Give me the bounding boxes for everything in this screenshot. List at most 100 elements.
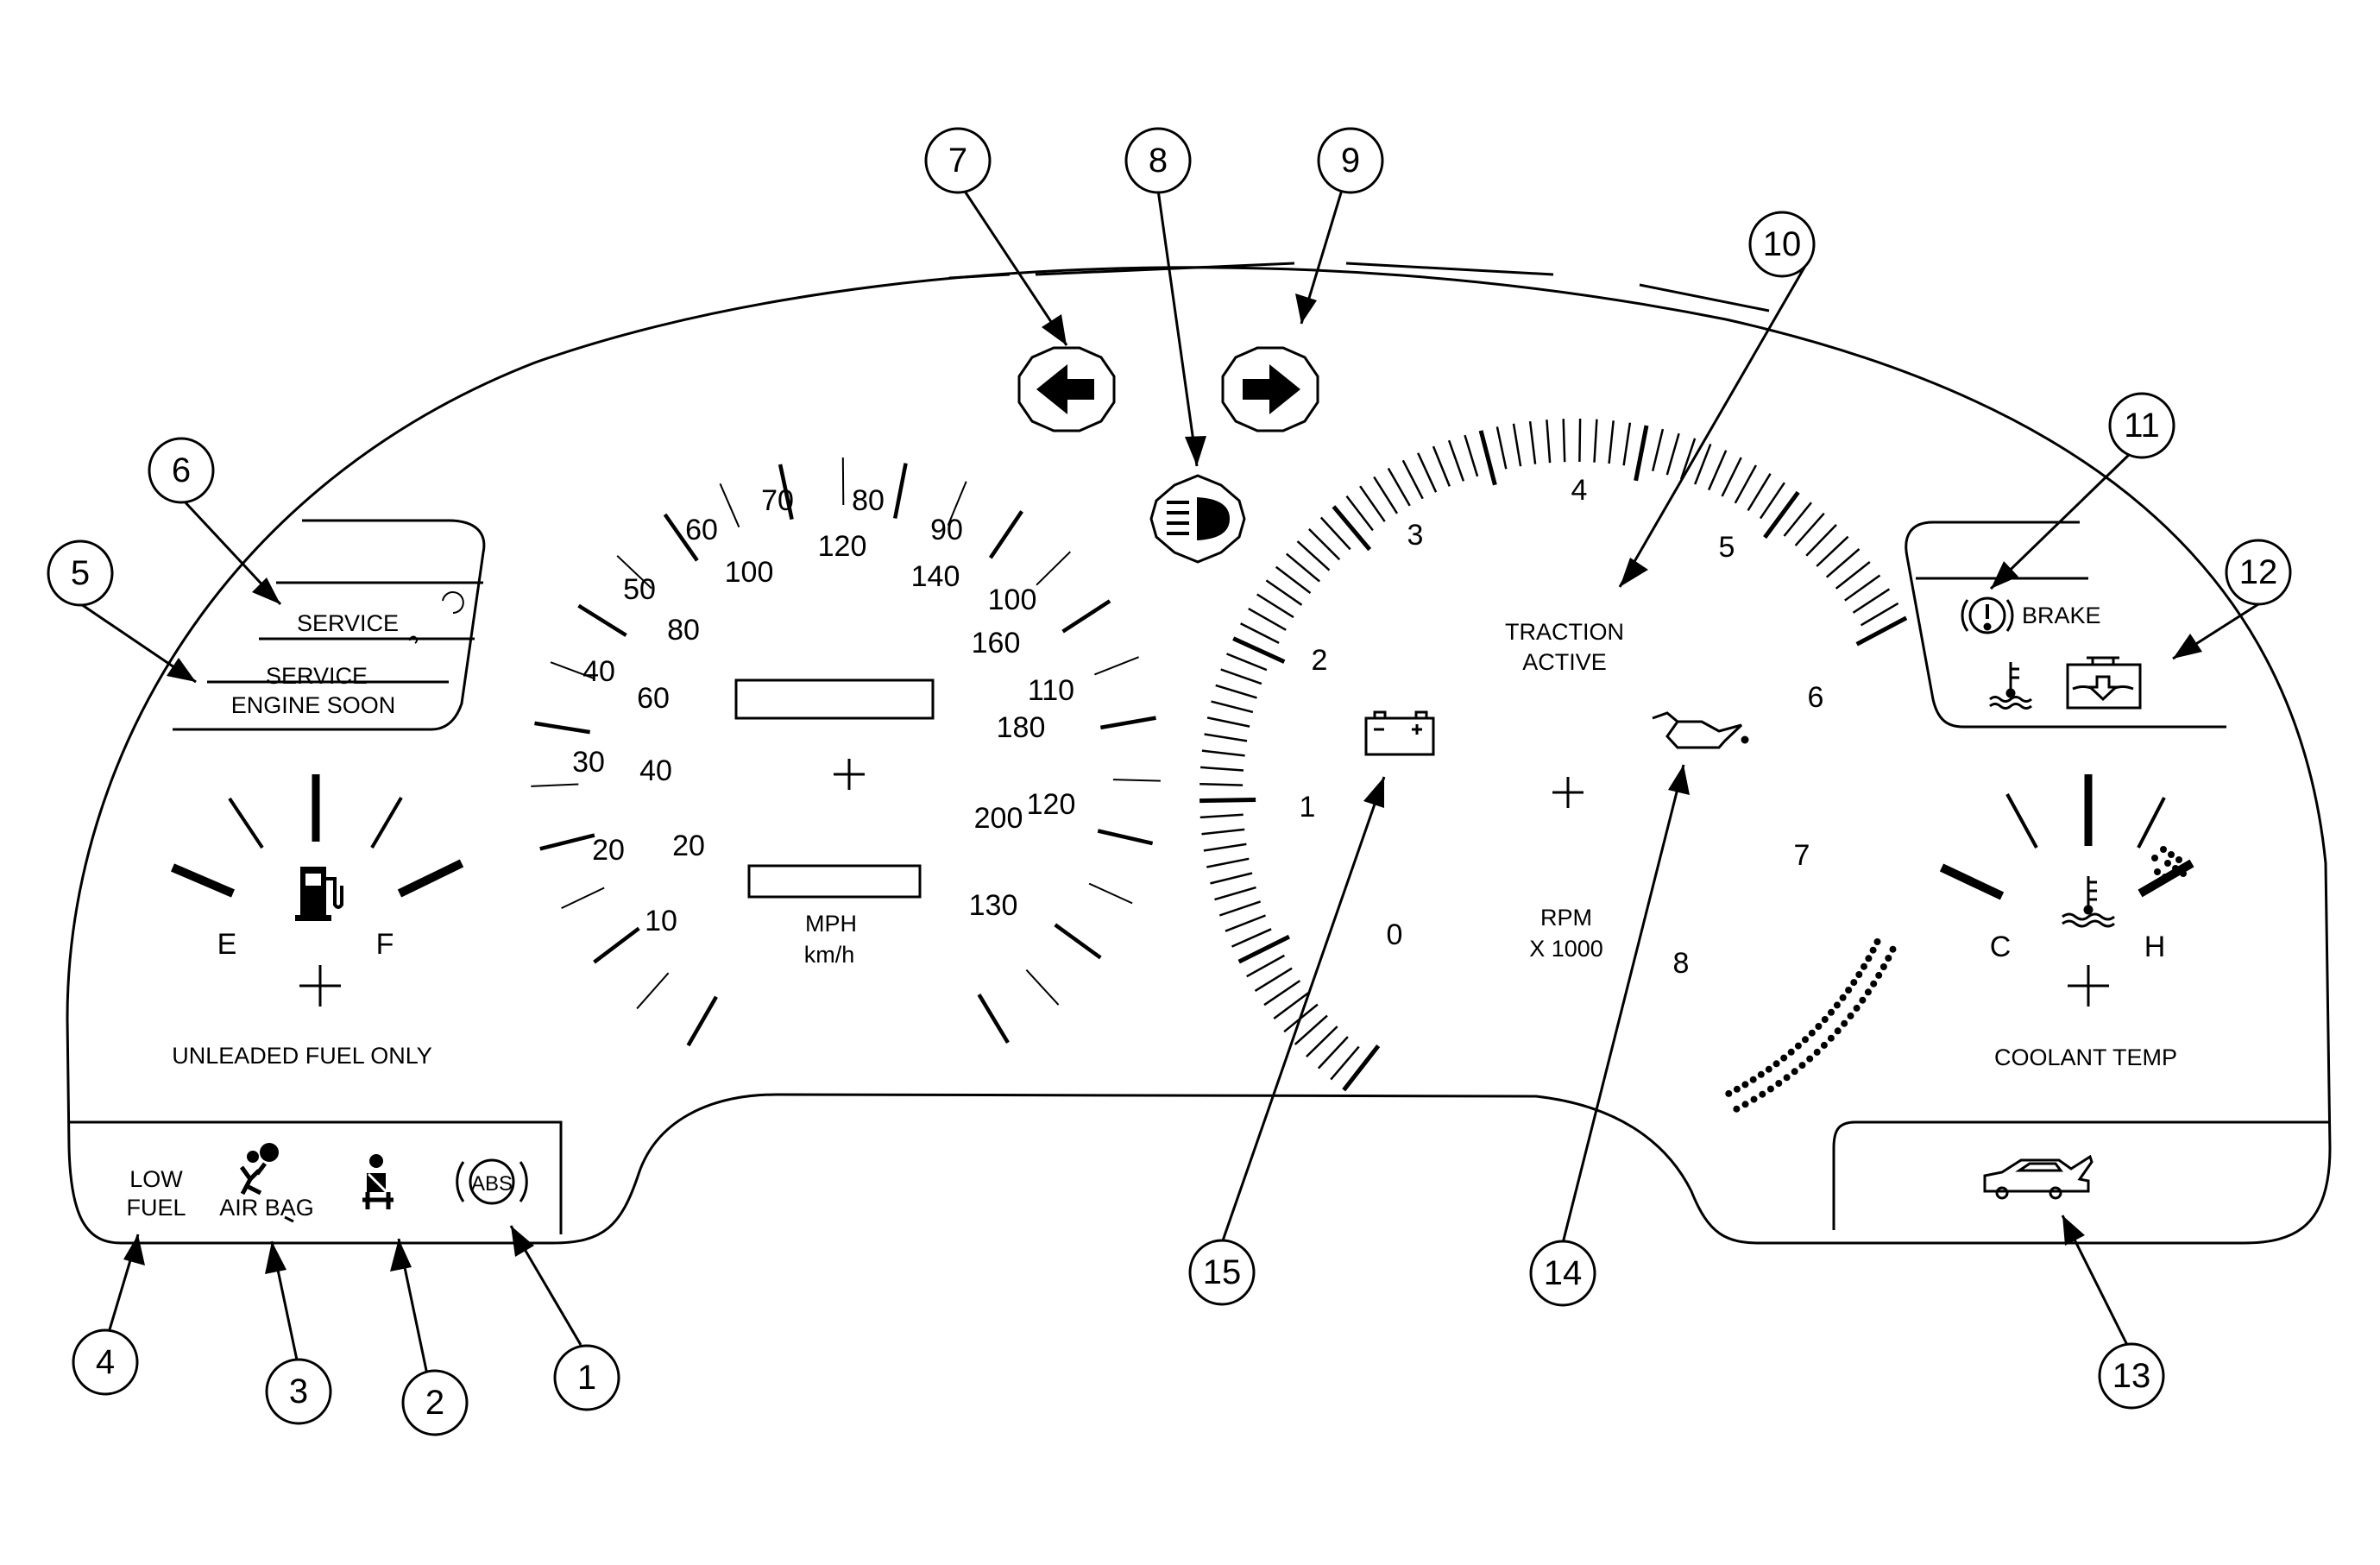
dial-tick [1373,476,1399,514]
dial-tick [1025,969,1060,1006]
kmh-tick-label: 180 [997,711,1046,744]
redline-dot [1741,1101,1749,1108]
dial-tick [1546,420,1552,464]
dial-tick [1199,813,1244,819]
service-label: SERVICE [297,610,399,636]
callout-7: 7 [924,127,992,194]
dial-tick [841,457,845,506]
redline-dot [1749,1076,1757,1083]
svg-text:11: 11 [2124,407,2160,445]
dial-tick [1112,779,1161,782]
dial-tick [1317,1036,1349,1070]
service-engine-soon-label: SERVICE [266,663,368,689]
dial-tick [1593,419,1598,463]
speedometer-mph-scale: 10 20 30 40 50 60 70 80 90 100 110 120 1… [572,484,1075,937]
dial-tick [1036,551,1072,586]
kmh-tick-label: 200 [974,802,1023,835]
redline-dot [1869,946,1877,954]
dial-tick [1359,485,1386,522]
mph-tick-label: 30 [572,746,605,779]
redline-dot [1765,1065,1772,1073]
redline-dot [1885,955,1892,962]
dial-tick [1528,420,1537,464]
dial-tick [1835,561,1871,590]
dial-tick [1203,842,1247,852]
svg-text:5: 5 [71,554,90,592]
battery-icon [1364,710,1435,756]
redline-dot [1828,1008,1835,1016]
tach-tick-label: 4 [1571,474,1588,507]
mph-tick-label: 10 [645,905,677,937]
mph-tick-label: 100 [988,584,1037,616]
redline-dot [1821,1016,1829,1023]
redline-dot [1780,1054,1788,1062]
dial-tick [1094,656,1139,676]
callout-8: 8 [1124,127,1192,194]
coolant-reservoir-icon [2066,656,2142,710]
dial-tick [577,603,627,637]
air-bag-icon [239,1143,279,1196]
dial-tick [1199,798,1256,804]
door-ajar-icon [1983,1154,2094,1200]
fuel-gauge [171,774,464,1007]
redline-dot [1757,1070,1765,1078]
dial-tick [1608,420,1615,464]
redline-dot [1808,1029,1816,1037]
svg-text:3: 3 [289,1373,308,1410]
mph-tick-label: 50 [623,573,656,606]
abs-icon [456,1158,528,1205]
dial-tick [1215,684,1257,699]
kmh-tick-label: 140 [911,560,960,593]
dial-tick [719,483,740,528]
dial-tick [636,972,670,1010]
tach-tick-label: 8 [1673,947,1690,980]
kmh-tick-label: 60 [637,682,670,715]
fuel-caption: UNLEADED FUEL ONLY [172,1043,432,1069]
mph-tick-label: 110 [1028,674,1074,707]
redline-dot [1861,962,1867,970]
coolant-hot-zone-dots [2151,846,2187,880]
brake-label: BRAKE [2022,603,2101,628]
callout-leader-lines [80,189,2259,1379]
tach-tick-label: 1 [1300,791,1316,824]
mph-tick-label: 120 [1027,788,1076,821]
dial-tick [1214,886,1256,901]
dial-tick [1248,608,1287,631]
redline-dot [1798,1062,1806,1070]
odometer-window [734,678,935,720]
dial-tick [593,926,640,964]
svg-text:6: 6 [172,451,191,489]
dial-tick [1225,914,1266,932]
dial-tick [1285,552,1321,583]
mph-tick-label: 20 [592,834,625,867]
mph-tick-label: 130 [969,889,1018,922]
dial-tick [1306,1025,1338,1057]
fuel-pump-icon [295,867,343,921]
callout-10: 10 [1748,211,1816,278]
redline-dot [1859,996,1867,1004]
redline-dot [1725,1089,1733,1097]
redline-dot [1879,963,1887,970]
dial-tick [534,721,591,735]
dial-tick [1210,872,1253,885]
dial-tick [1206,857,1250,868]
redline-dot [1847,1012,1854,1019]
dial-tick [1734,464,1757,504]
dial-tick [1794,512,1825,546]
dial-tick [1206,716,1250,728]
dial-tick [1201,749,1245,757]
callout-5: 5 [47,540,114,607]
cluster-outline [66,262,2332,1245]
redline-dot [1870,980,1878,988]
dial-tick [686,995,718,1047]
callout-14: 14 [1529,1240,1596,1307]
dial-tick [1330,1045,1360,1081]
callout-1: 1 [553,1344,620,1411]
dial-tick [1254,967,1293,992]
dial-tick [1679,438,1697,480]
dial-tick [550,661,595,680]
svg-text:9: 9 [1341,142,1360,180]
callout-arrowheads [123,293,2202,1274]
dial-tick [1816,535,1849,567]
dial-tick [988,510,1023,559]
